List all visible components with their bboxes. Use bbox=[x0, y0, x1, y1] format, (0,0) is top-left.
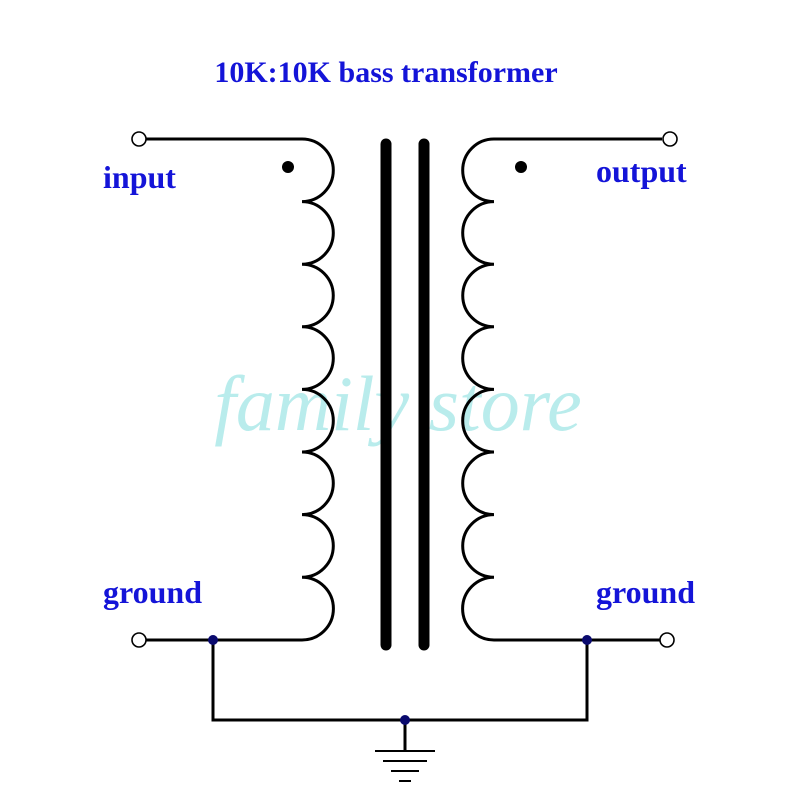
primary-coil bbox=[301, 137, 335, 642]
output-bottom-terminal bbox=[659, 632, 675, 648]
junction-node-right bbox=[582, 635, 592, 645]
input-label: input bbox=[103, 159, 176, 195]
diagram-title: 10K:10K bass transformer bbox=[214, 56, 557, 89]
junction-node-left bbox=[208, 635, 218, 645]
secondary-coil bbox=[461, 137, 495, 642]
input-bottom-terminal bbox=[131, 632, 147, 648]
primary-polarity-dot bbox=[282, 161, 294, 173]
secondary-polarity-dot bbox=[515, 161, 527, 173]
ground-label-right: ground bbox=[596, 574, 695, 610]
input-top-terminal bbox=[131, 131, 147, 147]
wiring bbox=[146, 137, 662, 750]
earth-ground-icon bbox=[375, 750, 435, 782]
watermark-text: family store bbox=[214, 360, 582, 447]
ground-label-left: ground bbox=[103, 574, 202, 610]
output-label: output bbox=[596, 153, 687, 189]
junction-node-center bbox=[400, 715, 410, 725]
output-top-terminal bbox=[662, 131, 678, 147]
